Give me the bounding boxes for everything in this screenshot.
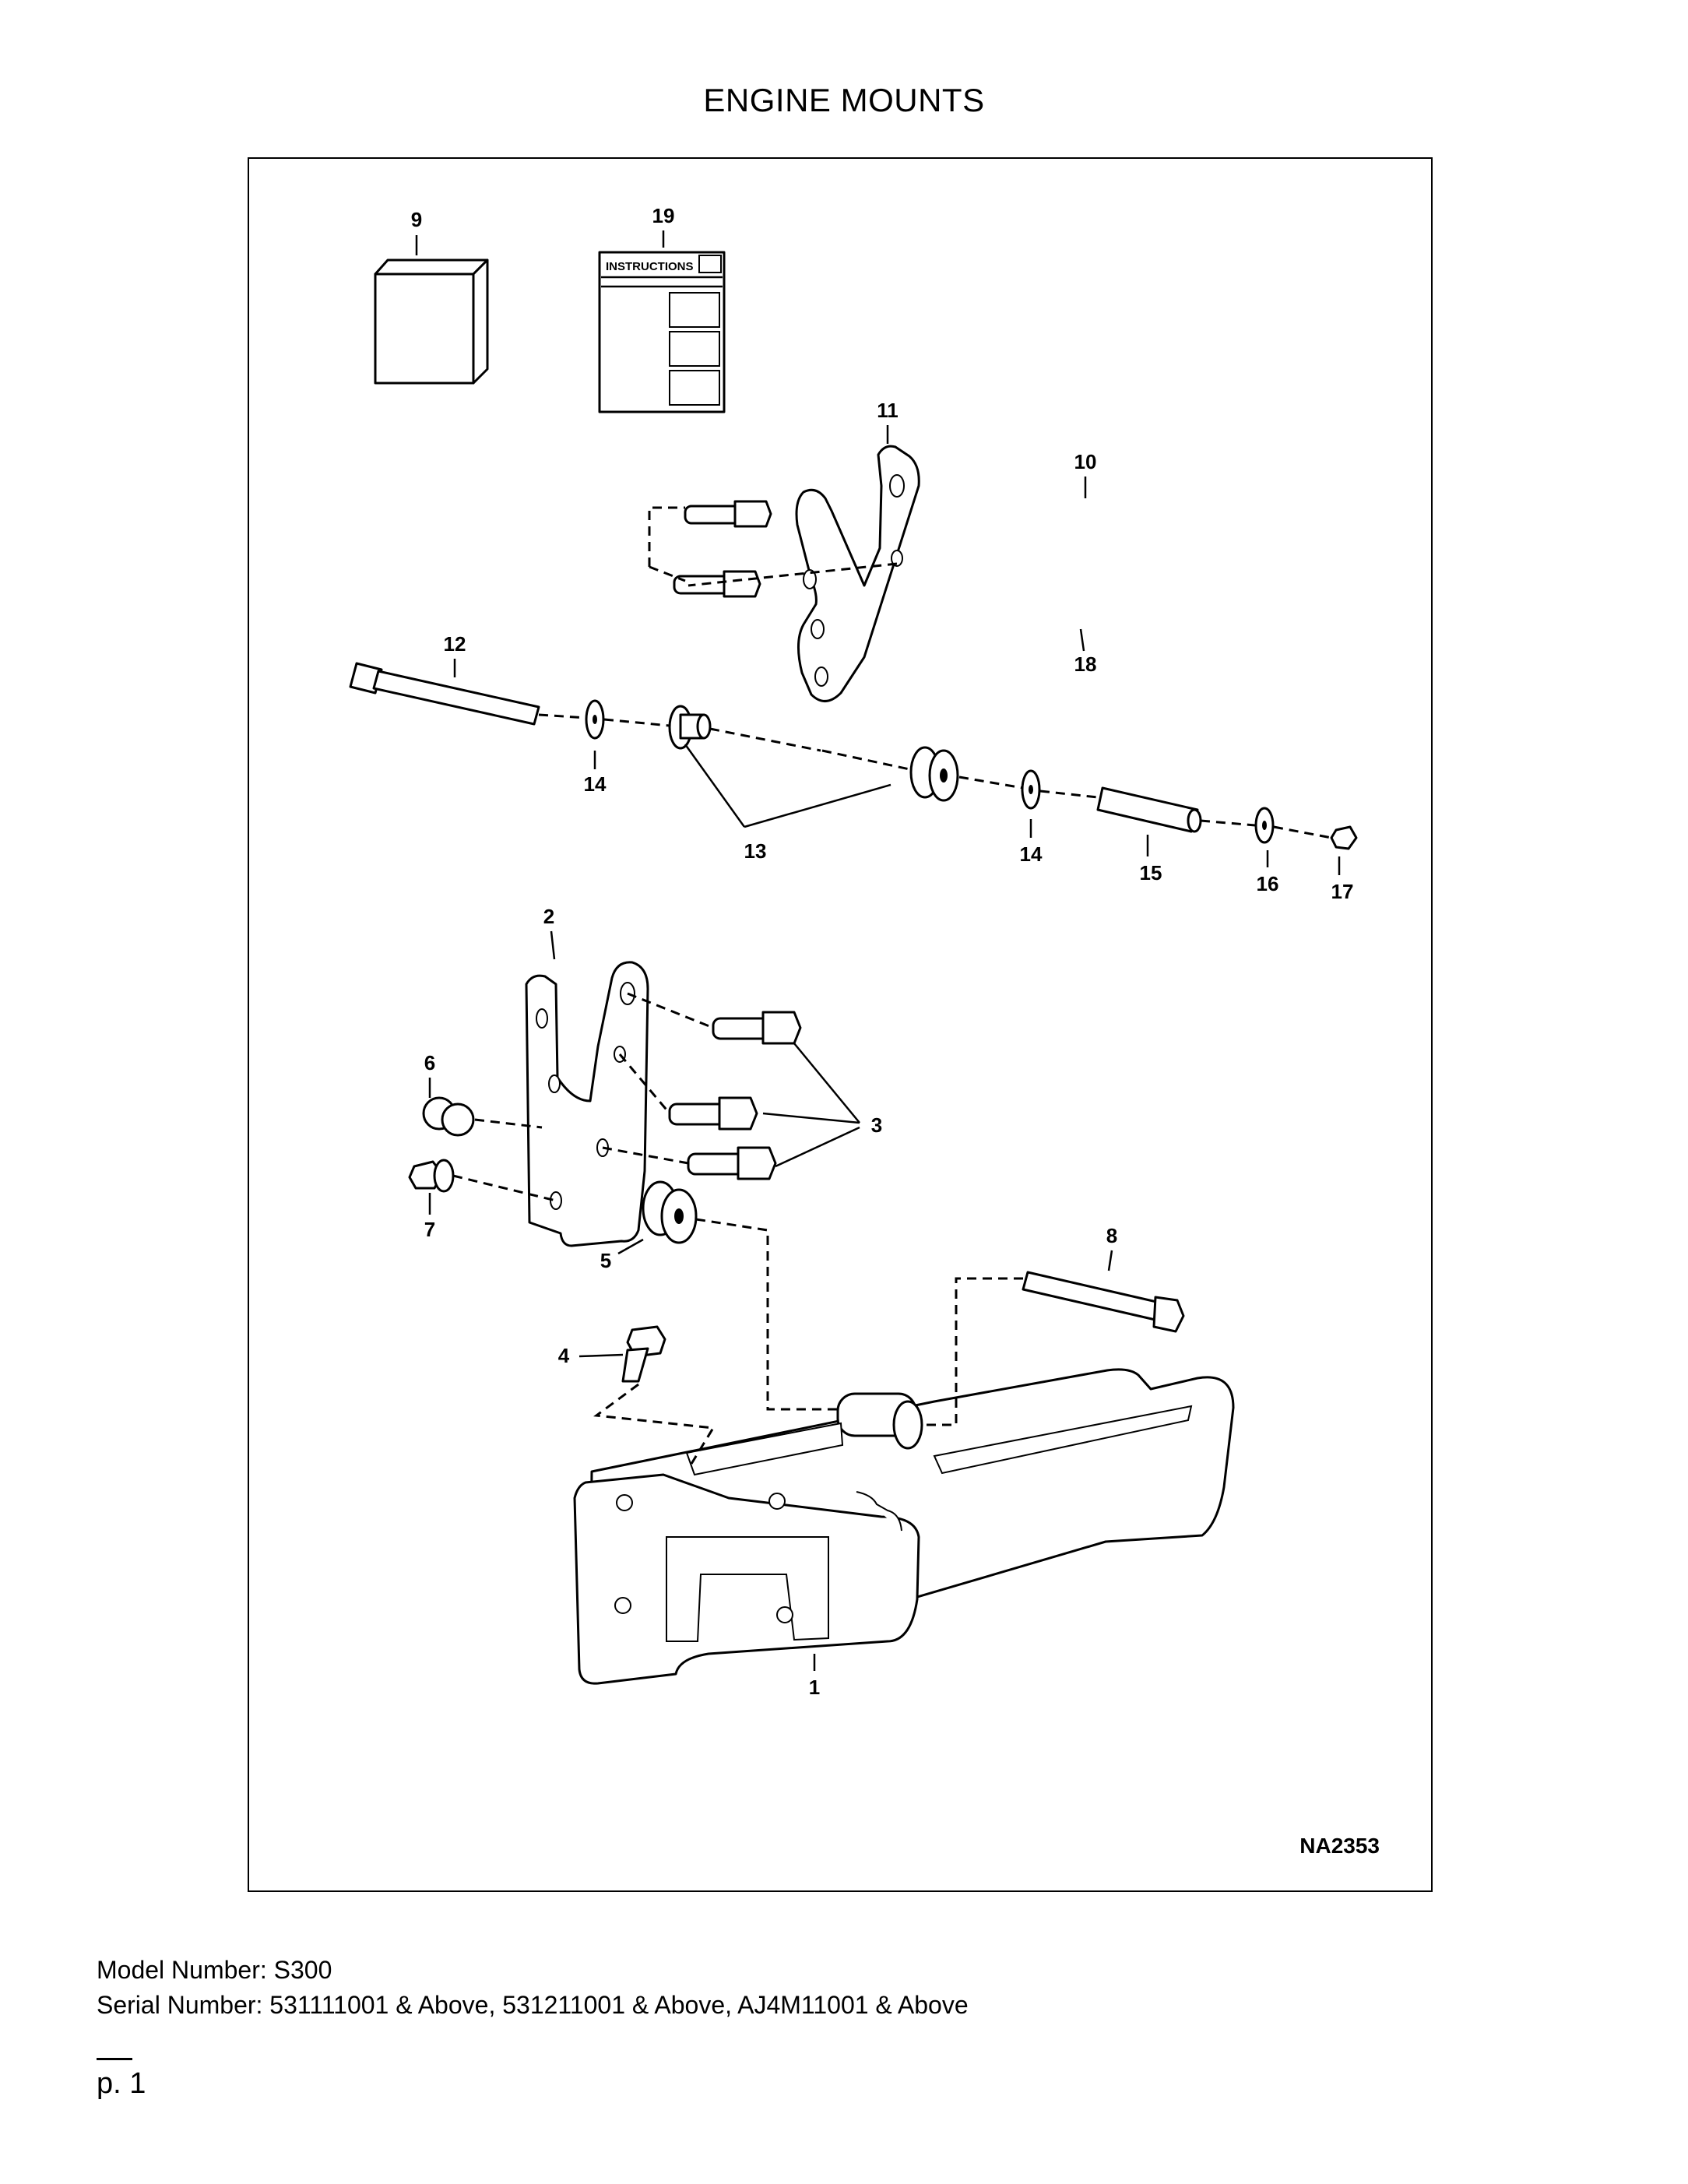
- callout-9: 9: [411, 208, 422, 231]
- part-9-box: [374, 258, 489, 385]
- diagram-drawing: INSTRUCTIONS: [349, 204, 1380, 1858]
- diagram-id-label: NA2353: [1299, 1834, 1380, 1858]
- part-6-spacer: [422, 1096, 475, 1137]
- page-number: p. 1: [97, 2067, 146, 2100]
- part-11-upper-bracket: [795, 445, 920, 702]
- part-14-washer-left: [585, 699, 605, 740]
- part-10-bolt: [684, 500, 772, 528]
- part-17-nut: [1330, 825, 1358, 850]
- assembly-lines: [452, 506, 1332, 1465]
- callout-numbers: 9 19 11 10 18 12 14 13 14 15 16 17 2 6 3…: [411, 204, 1354, 1699]
- callout-3: 3: [871, 1113, 882, 1137]
- page-mark-rule: [97, 2058, 132, 2060]
- callout-15: 15: [1140, 861, 1162, 885]
- part-13-bushing-right: [909, 746, 959, 802]
- callout-14-right: 14: [1020, 842, 1043, 866]
- part-8-long-bolt: [1022, 1271, 1185, 1333]
- part-18-bolt: [673, 570, 761, 598]
- model-number: Model Number: S300: [97, 1956, 332, 1984]
- callout-17: 17: [1331, 880, 1354, 903]
- part-16-washer: [1254, 807, 1275, 844]
- part-5-spacer: [642, 1180, 698, 1244]
- part-15-spacer-tube: [1096, 786, 1202, 833]
- callout-10: 10: [1074, 450, 1097, 473]
- part-19-instruction-card: INSTRUCTIONS: [598, 251, 726, 413]
- part-7-flange-nut: [408, 1159, 455, 1193]
- part-2-lower-bracket: [525, 961, 649, 1247]
- callout-14-left: 14: [584, 772, 607, 796]
- callout-6: 6: [424, 1051, 435, 1074]
- callout-5: 5: [600, 1249, 611, 1272]
- callout-18: 18: [1074, 652, 1097, 676]
- callout-7: 7: [424, 1218, 435, 1241]
- part-14-washer-right: [1021, 769, 1041, 810]
- part-3-bolt-upper: [712, 1011, 802, 1045]
- callout-13: 13: [744, 839, 767, 863]
- callout-2: 2: [543, 905, 554, 928]
- callout-12: 12: [444, 632, 466, 656]
- callout-8: 8: [1106, 1224, 1117, 1247]
- instruction-card-label: INSTRUCTIONS: [606, 260, 694, 273]
- part-12-long-bolt: [349, 662, 540, 726]
- part-1-mount-frame: [573, 1368, 1235, 1685]
- part-4-stud: [621, 1325, 666, 1383]
- page-title: ENGINE MOUNTS: [703, 82, 985, 118]
- part-3-bolt-lower: [687, 1146, 777, 1180]
- callout-16: 16: [1257, 872, 1279, 895]
- exploded-parts-diagram: INSTRUCTIONS: [248, 157, 1433, 1892]
- callout-4: 4: [558, 1344, 570, 1367]
- callout-19: 19: [652, 204, 675, 227]
- leader-lines: [415, 230, 1341, 1671]
- serial-number: Serial Number: 531111001 & Above, 531211…: [97, 1991, 969, 2019]
- callout-11: 11: [877, 399, 899, 422]
- part-13-bushing-left: [668, 705, 712, 750]
- callout-1: 1: [809, 1676, 820, 1699]
- part-3-bolt-middle: [668, 1096, 758, 1131]
